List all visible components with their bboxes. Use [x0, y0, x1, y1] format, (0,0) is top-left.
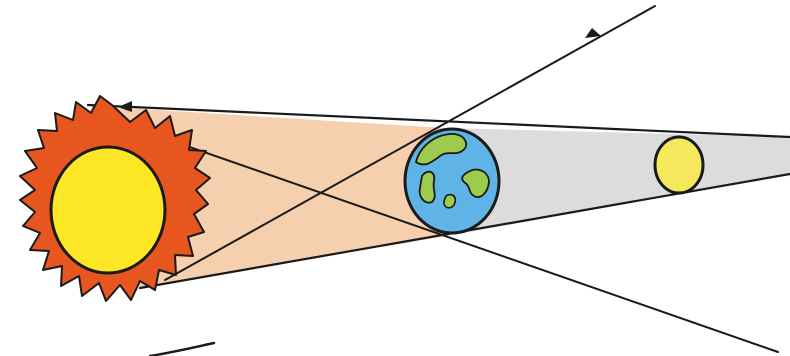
moon-icon	[655, 137, 703, 193]
arrowheads	[118, 28, 601, 112]
earth-land-west	[420, 172, 435, 203]
earth-land-south	[444, 195, 455, 208]
sun-core	[51, 147, 165, 273]
earth-icon	[405, 129, 499, 233]
moon-disc	[655, 137, 703, 193]
stray-stroke	[150, 343, 214, 356]
